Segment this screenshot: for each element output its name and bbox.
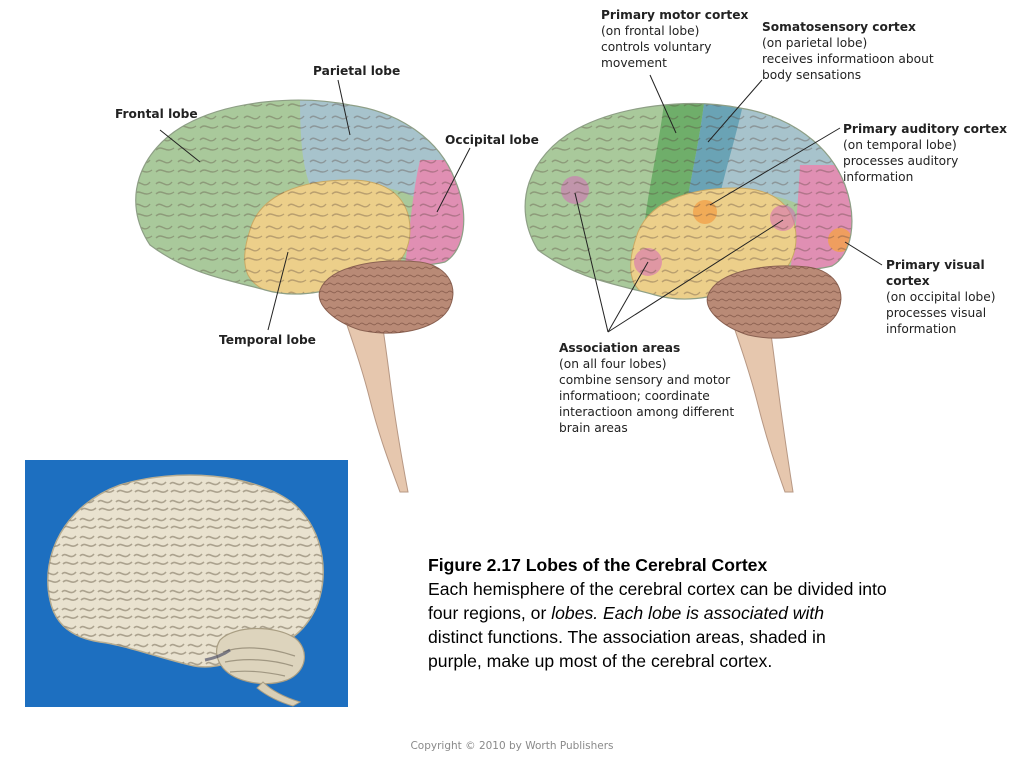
label-occipital-lobe: Occipital lobe <box>445 132 539 148</box>
label-frontal-lobe-text: Frontal lobe <box>115 107 198 121</box>
primary-motor-title: Primary motor cortex <box>601 8 749 22</box>
somatosensory-line: receives informatioon about <box>762 52 934 66</box>
label-frontal-lobe: Frontal lobe <box>115 106 198 122</box>
association-line: combine sensory and motor <box>559 373 731 387</box>
somatosensory-line: (on parietal lobe) <box>762 36 868 50</box>
label-primary-auditory-cortex: Primary auditory cortex (on temporal lob… <box>843 121 1007 185</box>
primary-visual-line: information <box>886 322 957 336</box>
label-temporal-lobe: Temporal lobe <box>219 332 316 348</box>
primary-motor-line: movement <box>601 56 667 70</box>
association-line: (on all four lobes) <box>559 357 667 371</box>
caption-line-2b: lobes. Each lobe is associated with <box>551 603 825 623</box>
label-primary-visual-cortex: Primary visual cortex (on occipital lobe… <box>886 257 1024 337</box>
right-brain-illustration <box>524 74 883 493</box>
left-brain-illustration <box>135 79 471 493</box>
association-line: brain areas <box>559 421 628 435</box>
brain-photo-illustration <box>47 474 324 707</box>
photo-brainstem <box>256 681 302 707</box>
label-primary-motor-cortex: Primary motor cortex (on frontal lobe) c… <box>601 7 748 71</box>
primary-motor-line: (on frontal lobe) <box>601 24 700 38</box>
primary-visual-line: processes visual <box>886 306 987 320</box>
label-parietal-lobe: Parietal lobe <box>313 63 400 79</box>
brainstem <box>334 289 409 493</box>
caption-line-1: Each hemisphere of the cerebral cortex c… <box>428 579 887 599</box>
brainstem-right <box>722 294 794 493</box>
association-line: informatioon; coordinate <box>559 389 710 403</box>
figure-caption: Figure 2.17 Lobes of the Cerebral Cortex… <box>428 553 968 673</box>
primary-auditory-line: (on temporal lobe) <box>843 138 957 152</box>
brain-photograph <box>25 460 348 707</box>
association-title: Association areas <box>559 341 681 355</box>
label-temporal-lobe-text: Temporal lobe <box>219 333 316 347</box>
primary-auditory-title: Primary auditory cortex <box>843 122 1008 136</box>
primary-visual-title: Primary visual cortex <box>886 258 985 288</box>
association-line: interactioon among different <box>559 405 735 419</box>
photo-cerebellum <box>216 627 305 685</box>
label-occipital-lobe-text: Occipital lobe <box>445 133 539 147</box>
somatosensory-title: Somatosensory cortex <box>762 20 916 34</box>
label-somatosensory-cortex: Somatosensory cortex (on parietal lobe) … <box>762 19 934 83</box>
caption-title: Figure 2.17 Lobes of the Cerebral Cortex <box>428 555 768 575</box>
label-association-areas: Association areas (on all four lobes) co… <box>559 340 734 436</box>
caption-line-4: purple, make up most of the cerebral cor… <box>428 651 773 671</box>
primary-motor-line: controls voluntary <box>601 40 712 54</box>
caption-line-3: distinct functions. The association area… <box>428 627 826 647</box>
primary-auditory-line: information <box>843 170 914 184</box>
primary-auditory-line: processes auditory <box>843 154 959 168</box>
caption-line-2a: four regions, or <box>428 603 552 623</box>
copyright-notice: Copyright © 2010 by Worth Publishers <box>410 740 614 752</box>
somatosensory-line: body sensations <box>762 68 862 82</box>
label-parietal-lobe-text: Parietal lobe <box>313 64 401 78</box>
primary-visual-line: (on occipital lobe) <box>886 290 996 304</box>
